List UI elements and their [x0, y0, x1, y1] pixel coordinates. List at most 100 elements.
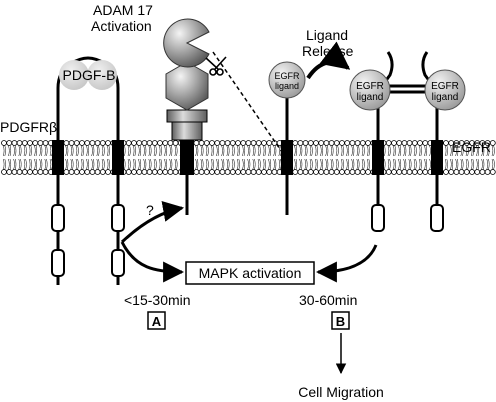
lipid-tail: [418, 145, 422, 157]
lipid-head: [172, 169, 179, 175]
lipid-head: [349, 169, 356, 175]
lipid-head: [328, 140, 335, 146]
lipid-head: [167, 140, 174, 146]
lipid-head: [484, 169, 491, 175]
lipid-head: [11, 140, 18, 146]
pdgf-b-label: PDGF-B: [63, 67, 116, 83]
lipid-tail: [39, 158, 43, 170]
lipid-tail: [216, 158, 220, 170]
lipid-head: [261, 169, 267, 175]
lipid-head: [193, 140, 200, 146]
lipid-tail: [101, 145, 105, 157]
lipid-head: [365, 169, 371, 175]
lipid-head: [365, 140, 371, 146]
lipid-tail: [351, 158, 355, 170]
lipid-head: [333, 140, 340, 146]
egfr-transmembrane-domains: [372, 140, 443, 175]
lipid-tail: [242, 145, 246, 157]
egfr-ligand-label-3b: ligand: [432, 92, 459, 103]
adam17-protease: [163, 18, 210, 215]
pdgfr-transmembrane-domains: [52, 140, 124, 175]
lipid-tail: [127, 158, 131, 170]
lipid-tail: [252, 145, 256, 157]
lipid-head: [411, 169, 418, 175]
lipid-head: [6, 140, 13, 146]
lipid-tail: [18, 145, 22, 157]
lipid-tail: [294, 145, 298, 157]
mapk-box: [185, 261, 315, 285]
lipid-head: [203, 140, 210, 146]
lipid-head: [266, 140, 273, 146]
lipid-tail: [247, 145, 251, 157]
lipid-head: [411, 140, 418, 146]
lipid-tail: [148, 145, 152, 157]
lipid-head: [94, 169, 101, 175]
lipid-tail: [455, 158, 459, 170]
lipid-head: [32, 140, 39, 146]
lipid-tail: [75, 158, 79, 170]
lipid-head: [339, 140, 345, 146]
lipid-tail: [450, 145, 454, 157]
lipid-head: [16, 169, 23, 175]
lipid-head: [94, 140, 101, 146]
lipid-head: [224, 169, 231, 175]
lipid-tail: [86, 145, 90, 157]
lipid-tail: [320, 145, 324, 157]
lipid-head: [63, 140, 70, 146]
lipid-tail: [80, 158, 84, 170]
lipid-head: [89, 140, 96, 146]
lipid-head: [99, 140, 106, 146]
lipid-head: [167, 169, 174, 175]
activation-label: Activation: [91, 18, 152, 34]
box-a: [147, 311, 166, 330]
lipid-tail: [153, 158, 157, 170]
egfr-ligand-precursor: [268, 61, 306, 215]
lipid-tail: [216, 145, 220, 157]
lipid-tail: [174, 145, 178, 157]
lipid-head: [354, 140, 361, 146]
lipid-tail: [314, 158, 318, 170]
lipid-tail: [23, 158, 27, 170]
lipid-head: [136, 140, 143, 146]
lipid-head: [1, 140, 7, 146]
lipid-tail: [80, 145, 84, 157]
lipid-tail: [465, 158, 469, 170]
lipid-head: [349, 140, 356, 146]
lipid-tail: [226, 158, 230, 170]
lipid-tail: [460, 158, 464, 170]
lipid-tail: [13, 158, 17, 170]
lipid-tail: [335, 158, 339, 170]
lipid-head: [250, 140, 257, 146]
lipid-tail: [351, 145, 355, 157]
lipid-head: [131, 140, 137, 146]
lipid-head: [354, 169, 361, 175]
egfr-ligand-label-1: EGFR: [274, 71, 300, 81]
lipid-tail: [314, 145, 318, 157]
pdgfr-beta-label: PDGFRβ: [0, 119, 57, 135]
lipid-head: [21, 169, 28, 175]
lipid-head: [214, 140, 221, 146]
lipid-tail: [13, 145, 17, 157]
lipid-tail: [392, 158, 396, 170]
question-mark: ?: [146, 202, 154, 218]
lipid-head: [219, 169, 226, 175]
lipid-head: [214, 169, 221, 175]
lipid-head: [68, 169, 75, 175]
lipid-head: [84, 169, 91, 175]
lipid-tail: [96, 145, 100, 157]
lipid-head: [224, 140, 231, 146]
lipid-tail: [387, 145, 391, 157]
lipid-head: [146, 140, 153, 146]
lipid-tail: [242, 158, 246, 170]
lipid-tail: [164, 145, 168, 157]
lipid-tail: [309, 158, 313, 170]
lipid-tail: [70, 158, 74, 170]
lipid-head: [443, 140, 449, 146]
lipid-head: [240, 169, 247, 175]
lipid-tail: [476, 158, 480, 170]
lipid-tail: [132, 158, 136, 170]
lipid-tail: [340, 145, 344, 157]
lipid-head: [261, 140, 267, 146]
lipid-tail: [226, 145, 230, 157]
lipid-head: [32, 169, 39, 175]
